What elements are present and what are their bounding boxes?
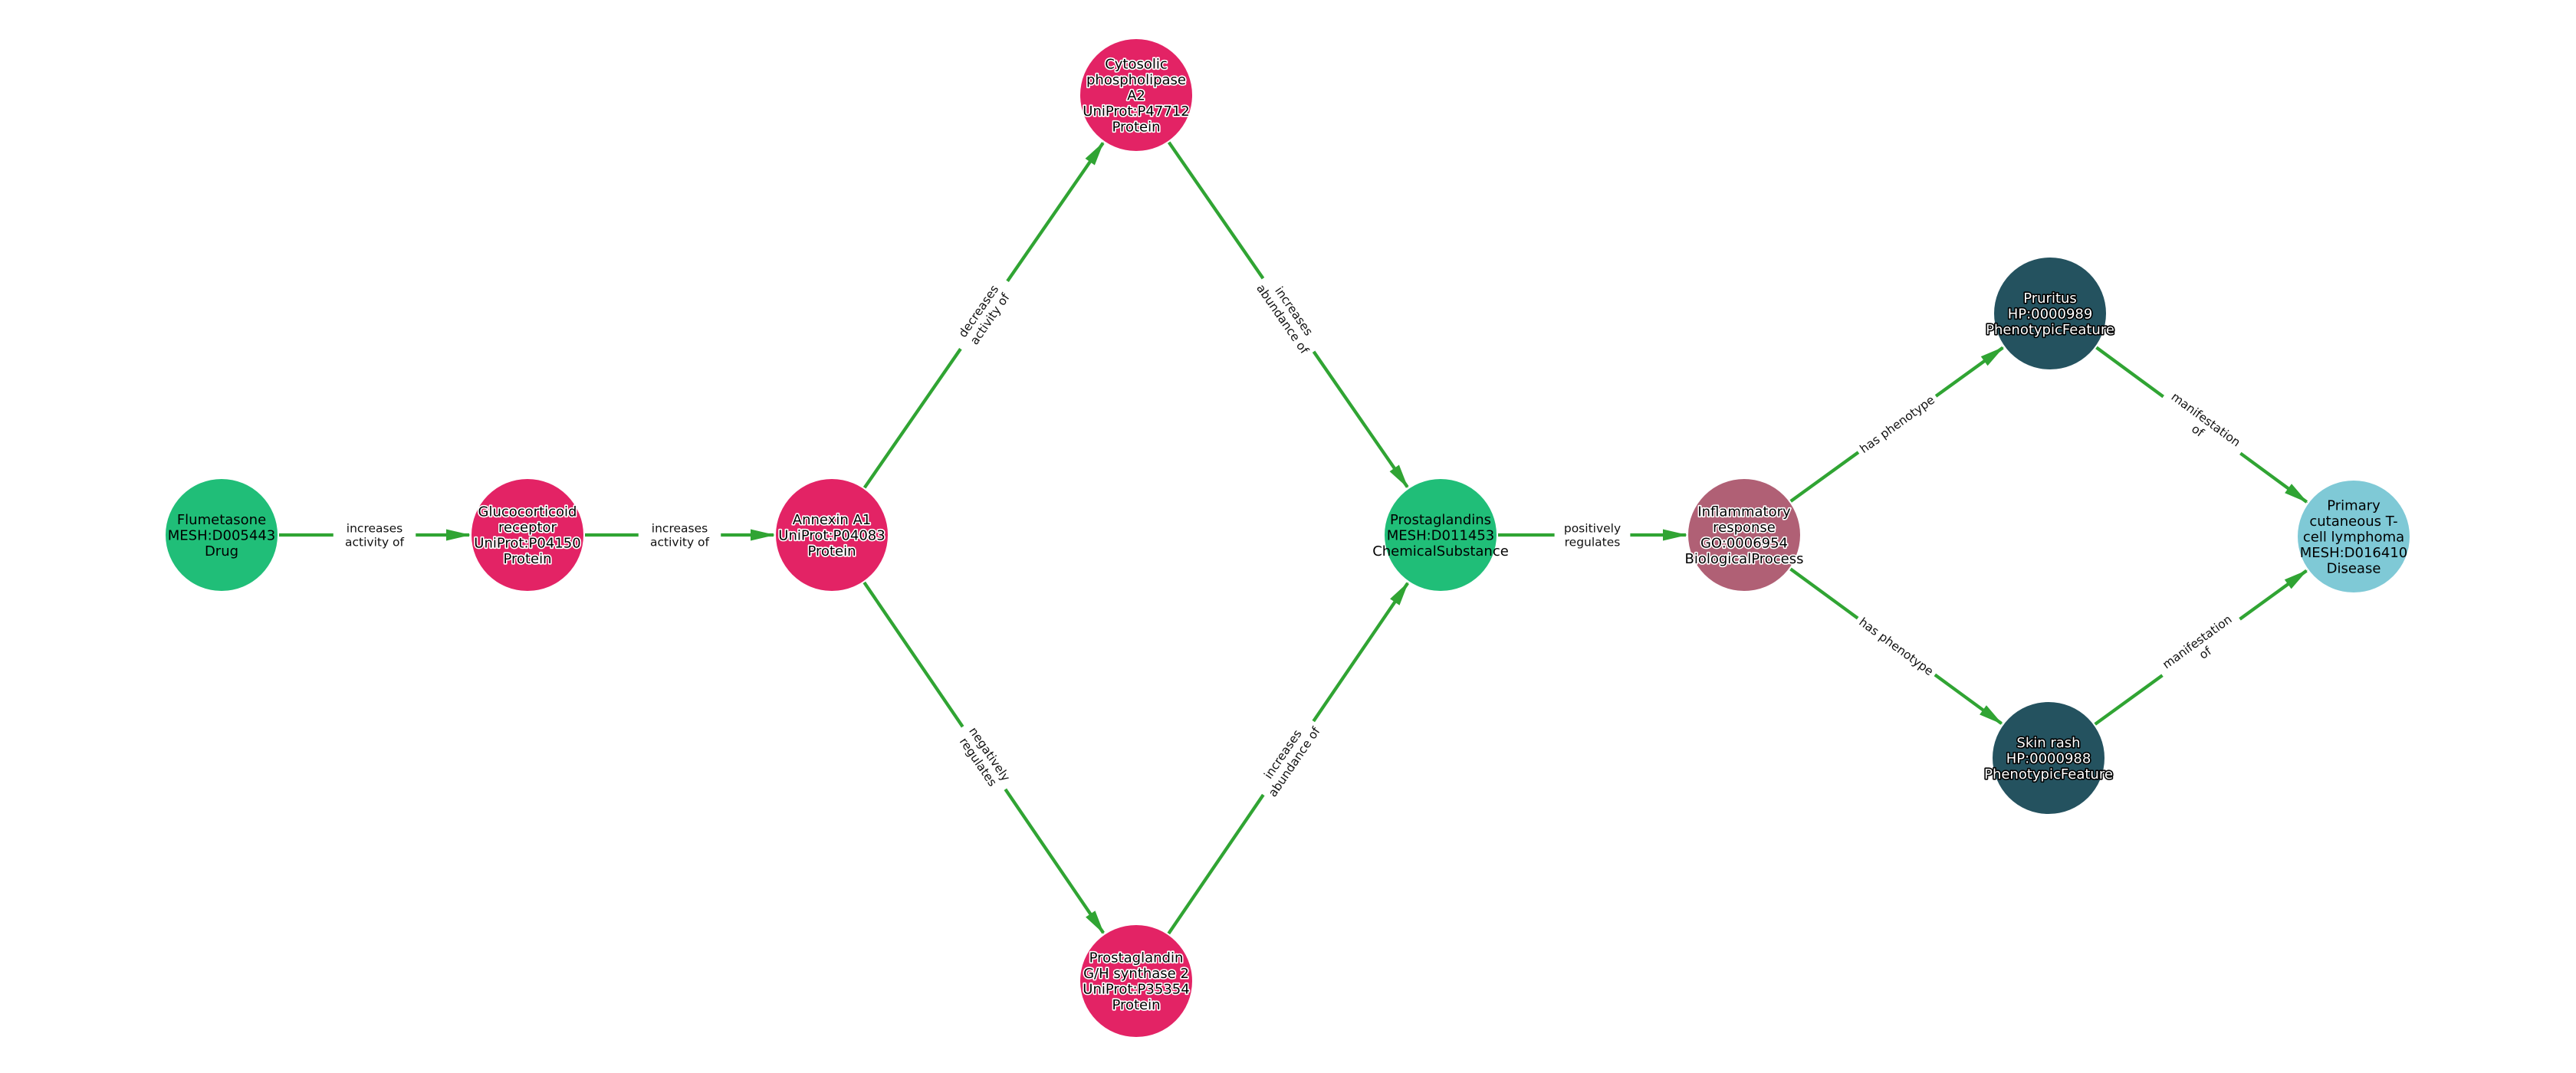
edge-label-text: has phenotype xyxy=(1856,615,1936,678)
edge-label-text: has phenotype xyxy=(1858,393,1937,456)
edge-label-bg xyxy=(2153,382,2251,468)
node-circle xyxy=(776,479,888,591)
edge-label-bg xyxy=(333,518,416,552)
edge-label-bg xyxy=(1852,388,1942,461)
edge-label-bg xyxy=(2152,605,2250,689)
node-circle xyxy=(166,479,278,591)
edge-label-pruritus--primary-cutaneous-t-cell-lymphoma: manifestationof xyxy=(2153,382,2251,468)
edge-label-bg xyxy=(946,271,1022,359)
node-circle xyxy=(1385,479,1497,591)
edge-label-bg xyxy=(638,518,721,552)
node-circle xyxy=(1994,258,2106,369)
node-circle xyxy=(1080,39,1192,151)
edge-label-bg xyxy=(1249,711,1328,805)
node-circle xyxy=(1688,479,1800,591)
edge-label-skin-rash--primary-cutaneous-t-cell-lymphoma: manifestationof xyxy=(2152,605,2250,689)
edge-label-annexin-a1--prostaglandin-gh-synthase-2: negativelyregulates xyxy=(948,717,1020,799)
edge-label-bg xyxy=(1249,268,1328,362)
edge-label-inflammatory-response--pruritus: has phenotype xyxy=(1852,388,1942,461)
edge-label-cytosolic-phospholipase-a2--prostaglandins: increasesabundance of xyxy=(1249,268,1328,362)
edge-label-inflammatory-response--skin-rash: has phenotype xyxy=(1852,610,1941,683)
edge-label-prostaglandin-gh-synthase-2--prostaglandins: increasesabundance of xyxy=(1249,711,1328,805)
node-circle xyxy=(1080,925,1192,1037)
edge-label-bg xyxy=(1554,518,1631,552)
edge-label-bg xyxy=(948,717,1020,799)
node-circle xyxy=(2298,481,2410,592)
node-circle xyxy=(472,479,583,591)
edge-label-bg xyxy=(1852,610,1941,683)
edge-label-annexin-a1--cytosolic-phospholipase-a2: decreasesactivity of xyxy=(946,271,1022,359)
node-circle xyxy=(1993,702,2104,814)
